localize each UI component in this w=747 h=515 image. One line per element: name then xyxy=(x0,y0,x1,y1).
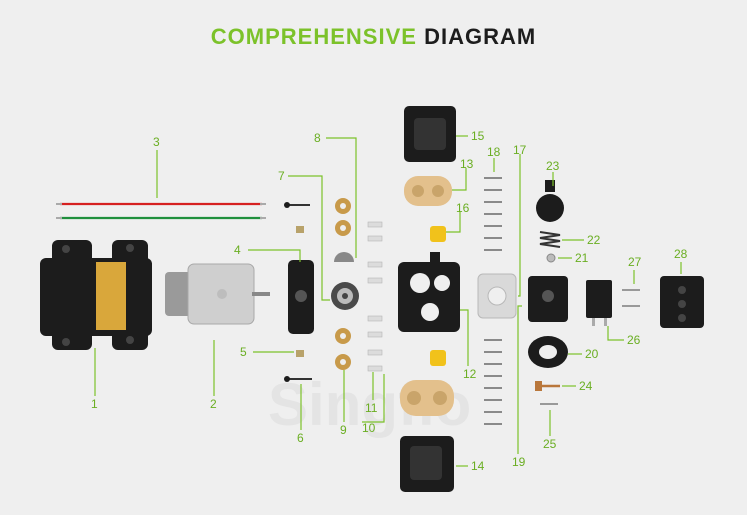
yellow-valve-top xyxy=(430,226,446,242)
callout-6: 6 xyxy=(297,431,304,445)
screw-5 xyxy=(296,350,304,357)
switch-screws xyxy=(622,289,640,307)
callout-13: 13 xyxy=(460,157,474,171)
callout-25: 25 xyxy=(543,437,557,451)
callout-26: 26 xyxy=(627,333,641,347)
callout-3: 3 xyxy=(153,135,160,149)
callout-20: 20 xyxy=(585,347,599,361)
callout-28: 28 xyxy=(674,247,688,261)
title-rest: DIAGRAM xyxy=(424,24,537,49)
wire-pair xyxy=(56,202,266,220)
adjust-screw xyxy=(535,381,560,391)
valve-seat-bottom xyxy=(400,380,454,416)
screw-5-top xyxy=(296,226,304,233)
eccentric-wheel xyxy=(334,252,354,262)
screw-6 xyxy=(284,376,312,382)
spring xyxy=(539,231,561,248)
end-cap xyxy=(660,276,704,328)
pump-housing xyxy=(40,240,152,350)
switch-housing xyxy=(528,276,568,322)
diaphragm-plate xyxy=(477,273,517,319)
page-title: COMPREHENSIVE DIAGRAM xyxy=(0,24,747,50)
screw-column-top xyxy=(484,177,502,251)
pump-chamber xyxy=(398,252,460,332)
rubber-ring xyxy=(528,336,568,368)
callout-24: 24 xyxy=(579,379,593,393)
steel-ball xyxy=(546,253,556,263)
screw-column-bottom xyxy=(484,339,502,425)
bottom-cover xyxy=(400,436,454,492)
callout-27: 27 xyxy=(628,255,642,269)
callout-11: 11 xyxy=(365,401,378,415)
callout-12: 12 xyxy=(463,367,477,381)
screw-6-top xyxy=(284,202,310,208)
callout-16: 16 xyxy=(456,201,470,215)
callout-numbers: 1 2 3 4 5 6 7 8 9 10 11 12 13 14 15 16 1… xyxy=(91,129,688,473)
callout-18: 18 xyxy=(487,145,501,159)
callout-15: 15 xyxy=(471,129,485,143)
pin-set xyxy=(367,221,383,372)
leader-lines xyxy=(94,135,682,467)
callout-14: 14 xyxy=(471,459,485,473)
yellow-valve-bottom xyxy=(430,350,446,366)
callout-1: 1 xyxy=(91,397,98,411)
valve-seat-top xyxy=(404,176,452,206)
callout-7: 7 xyxy=(278,169,285,183)
callout-5: 5 xyxy=(240,345,247,359)
ball-bearing xyxy=(331,282,359,310)
callout-17: 17 xyxy=(513,143,527,157)
top-cover xyxy=(404,106,456,162)
callout-22: 22 xyxy=(587,233,601,247)
dc-motor xyxy=(165,263,270,325)
brass-bushings-top xyxy=(335,198,351,236)
callout-19: 19 xyxy=(512,455,526,469)
callout-10: 10 xyxy=(362,421,376,435)
callout-2: 2 xyxy=(210,397,217,411)
callout-9: 9 xyxy=(340,423,347,437)
callout-21: 21 xyxy=(575,251,589,265)
callout-4: 4 xyxy=(234,243,241,257)
callout-8: 8 xyxy=(314,131,321,145)
title-highlight: COMPREHENSIVE xyxy=(210,24,417,49)
pressure-cap xyxy=(536,180,564,222)
brass-bushings-bottom xyxy=(335,328,351,370)
motor-bracket xyxy=(288,260,314,334)
micro-switch xyxy=(586,280,612,326)
callout-23: 23 xyxy=(546,159,560,173)
